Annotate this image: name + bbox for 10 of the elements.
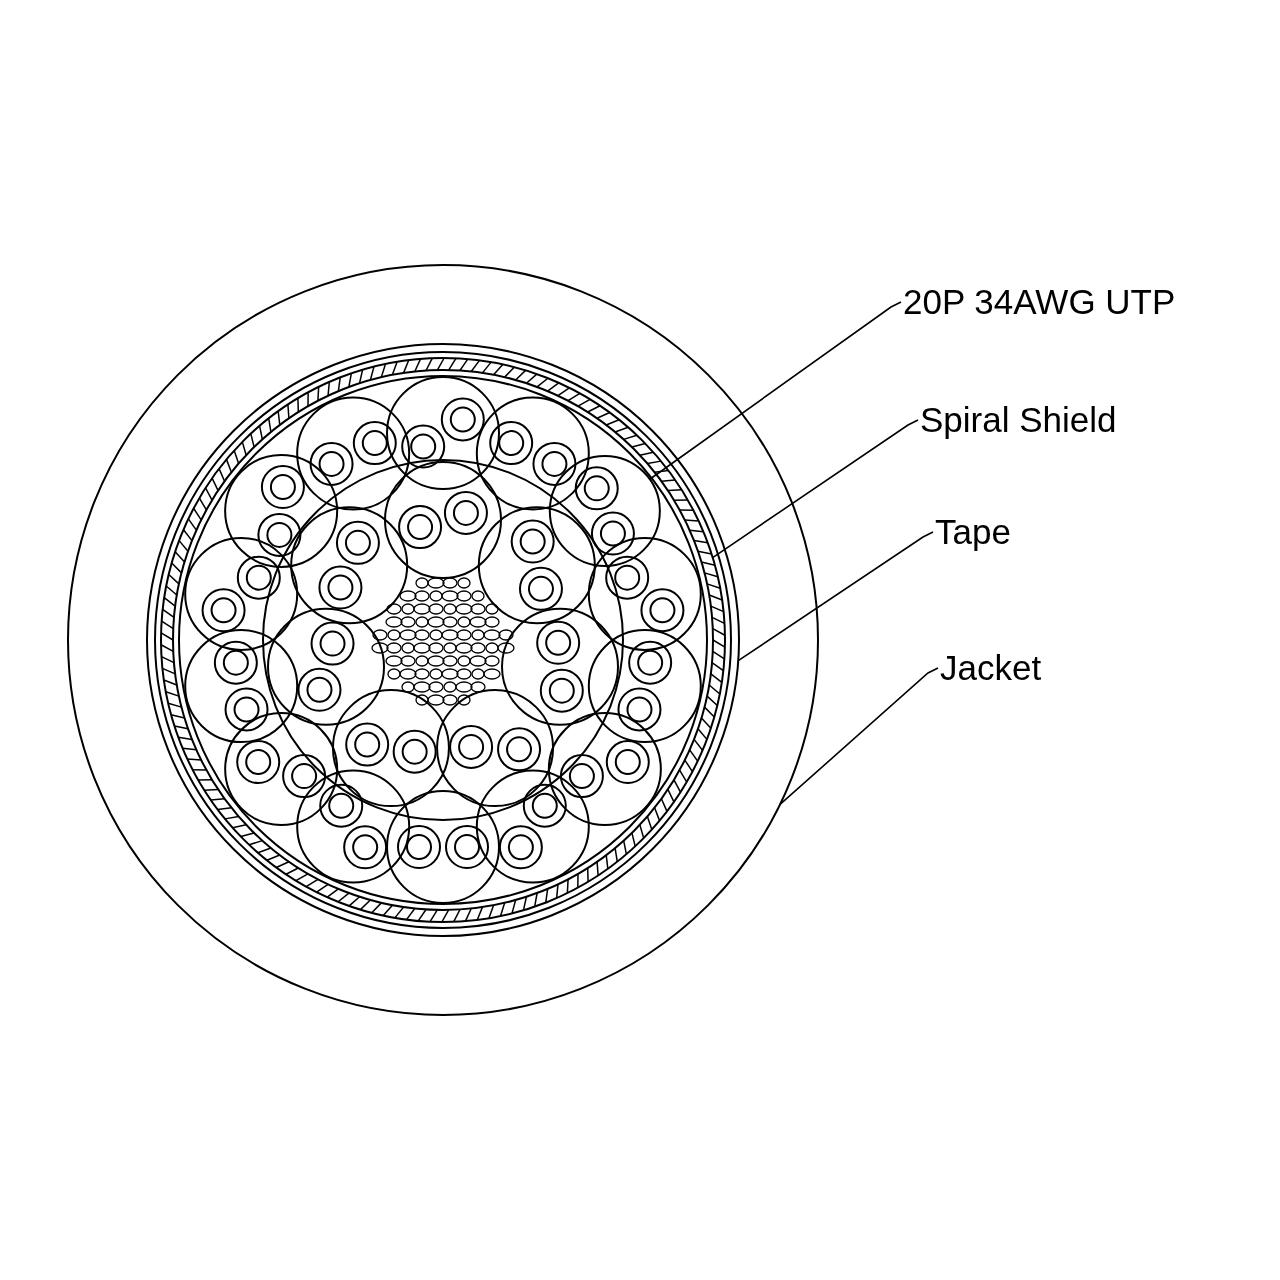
jacket-ring xyxy=(67,264,819,1016)
part-label: Spiral Shield xyxy=(920,400,1117,440)
leader-line xyxy=(779,667,939,806)
part-label: 20P 34AWG UTP xyxy=(903,282,1176,322)
leader-line xyxy=(737,531,934,662)
leader-line xyxy=(648,301,902,481)
part-label: Tape xyxy=(935,512,1011,552)
twisted-pair xyxy=(548,454,661,567)
part-label: Jacket xyxy=(940,648,1042,688)
leader-line xyxy=(711,419,919,559)
